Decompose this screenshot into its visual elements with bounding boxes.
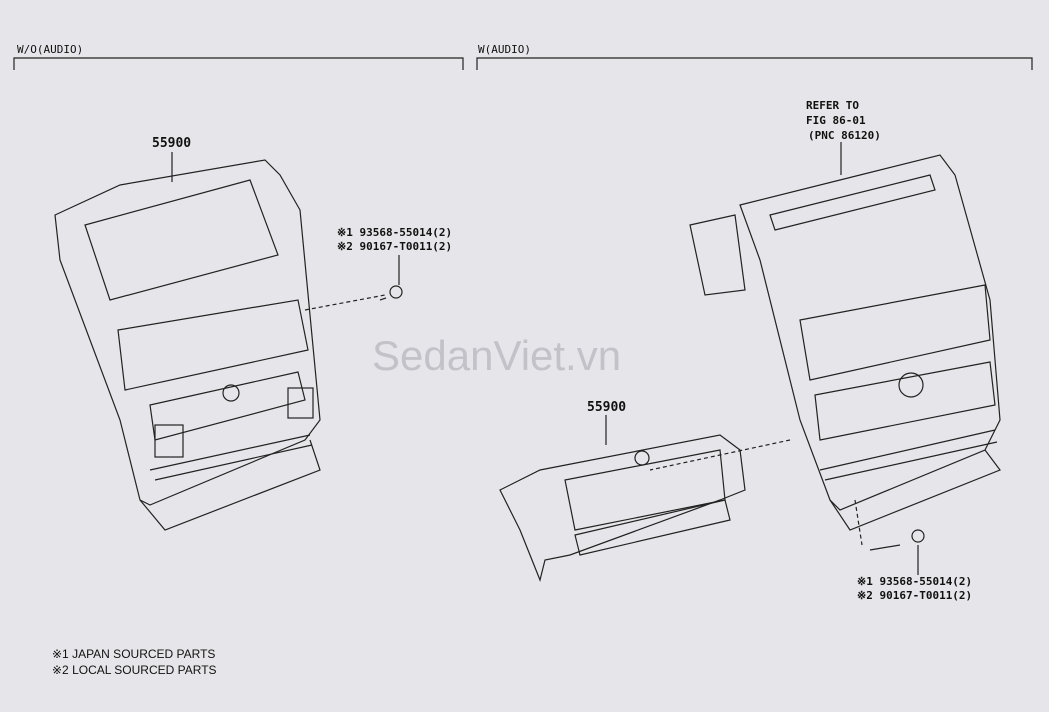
legend-local: ※2 LOCAL SOURCED PARTS bbox=[52, 663, 217, 677]
center-unit-drawing bbox=[499, 415, 746, 582]
bolt-ref-left-2: ※2 90167-T0011(2) bbox=[337, 240, 453, 253]
refer-line-2: FIG 86-01 bbox=[806, 114, 866, 127]
legend-japan: ※1 JAPAN SOURCED PARTS bbox=[52, 647, 216, 661]
watermark: SedanViet.vn bbox=[372, 332, 622, 379]
part-number-left: 55900 bbox=[152, 136, 192, 151]
refer-line-1: REFER TO bbox=[806, 99, 859, 112]
part-number-center: 55900 bbox=[587, 400, 627, 415]
bolt-ref-right-1: ※1 93568-55014(2) bbox=[857, 575, 973, 588]
bolt-ref-left-1: ※1 93568-55014(2) bbox=[337, 226, 453, 239]
left-panel-drawing bbox=[54, 152, 403, 531]
right-panel-drawing bbox=[649, 142, 1001, 575]
refer-line-3: (PNC 86120) bbox=[808, 129, 881, 142]
section-label-without-audio: W/O(AUDIO) bbox=[17, 43, 84, 56]
section-bracket-left bbox=[13, 57, 464, 70]
section-bracket-right bbox=[476, 57, 1033, 70]
bolt-ref-right-2: ※2 90167-T0011(2) bbox=[857, 589, 973, 602]
section-label-with-audio: W(AUDIO) bbox=[478, 43, 531, 56]
